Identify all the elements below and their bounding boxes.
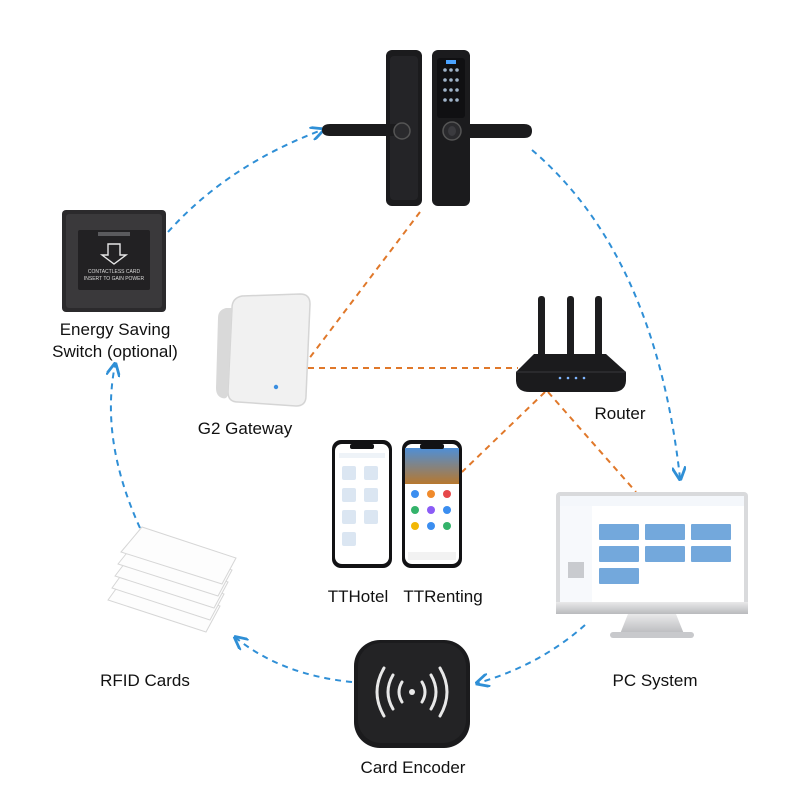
- g2-gateway: [216, 293, 311, 407]
- arrow-switch-to-lock: [167, 130, 322, 233]
- phone-tthotel: [332, 440, 392, 568]
- link-router-pc: [547, 391, 637, 493]
- flow-arrows: [111, 130, 680, 683]
- pc-monitor: [556, 492, 748, 638]
- label-gateway: G2 Gateway: [197, 419, 293, 438]
- phone-ttrenting: [402, 440, 462, 568]
- link-router-phones: [461, 391, 546, 473]
- down-arrow-icon: [99, 243, 129, 265]
- label-rfid-cards: RFID Cards: [100, 671, 190, 690]
- arrow-lock-to-pc: [531, 149, 680, 478]
- arrow-pc-to-encoder: [478, 624, 586, 683]
- card-encoder: [354, 640, 470, 748]
- gateway-status-light: [273, 384, 279, 390]
- arrow-encoder-to-cards: [236, 638, 353, 683]
- label-card-encoder: Card Encoder: [360, 758, 466, 777]
- label-ttrenting: TTRenting: [403, 587, 483, 606]
- router: [516, 296, 626, 392]
- energy-switch: CONTACTLESS CARD INSERT TO GAIN POWER: [62, 210, 166, 312]
- smart-lock: [322, 50, 532, 206]
- switch-panel-line2: INSERT TO GAIN POWER: [84, 276, 145, 282]
- rfid-cards: [107, 526, 237, 633]
- label-pc-system: PC System: [612, 671, 698, 690]
- label-energy-switch-line1: Energy Saving: [59, 320, 171, 339]
- label-energy-switch-line2: Switch (optional): [52, 342, 178, 361]
- network-links: [307, 211, 637, 493]
- contactless-icon: [375, 666, 449, 718]
- switch-panel-line1: CONTACTLESS CARD: [88, 269, 141, 275]
- arrow-cards-to-switch: [111, 365, 141, 529]
- label-tthotel: TTHotel: [327, 587, 389, 606]
- label-energy-switch: Energy Saving Switch (optional): [30, 319, 200, 363]
- label-router: Router: [594, 404, 646, 423]
- link-lock-gateway: [307, 211, 421, 361]
